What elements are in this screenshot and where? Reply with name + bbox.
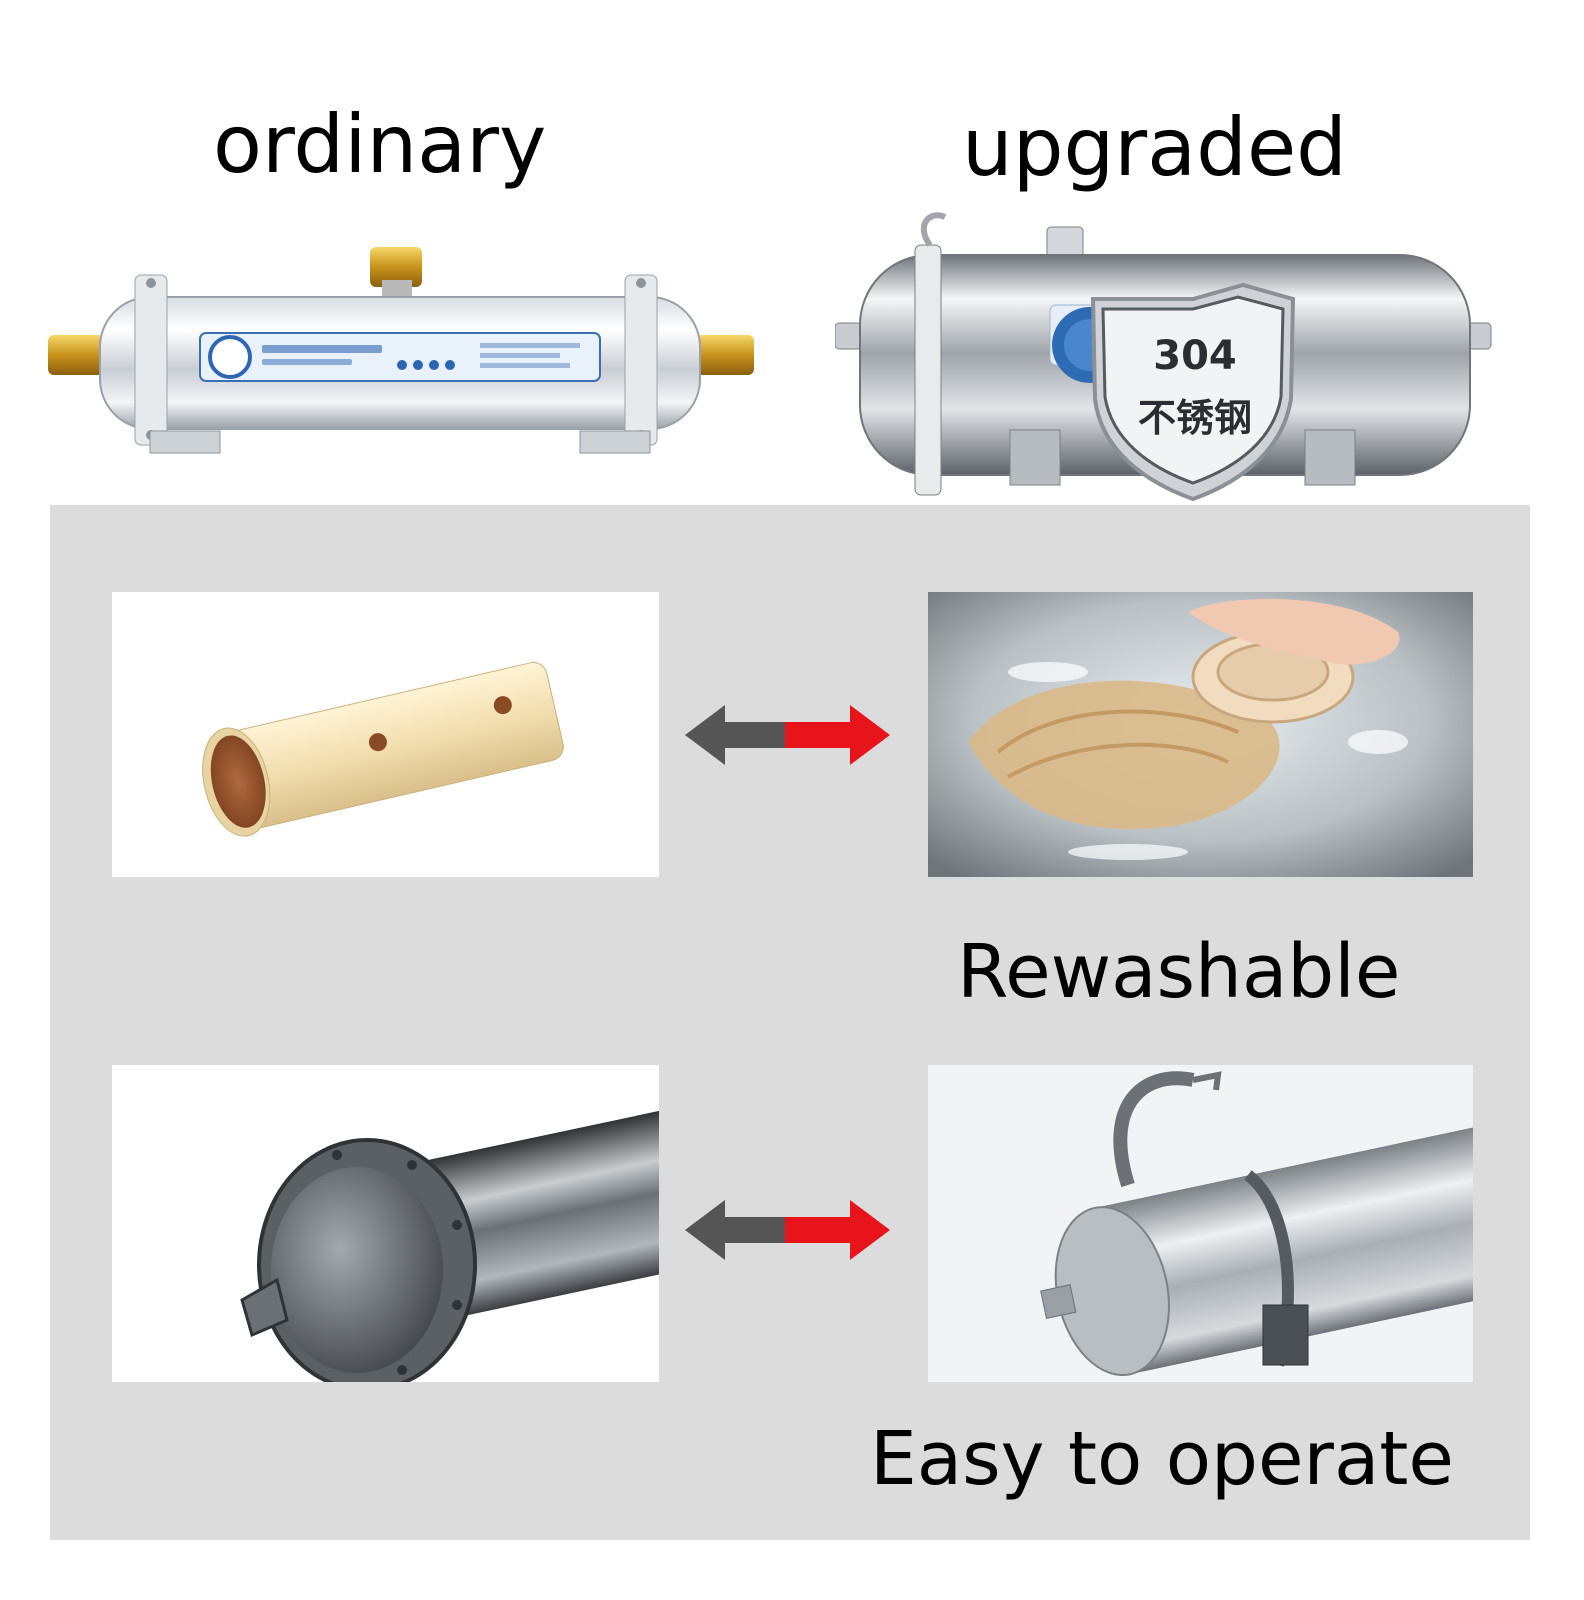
upgraded-heading: upgraded <box>962 101 1347 194</box>
rewashable-caption: Rewashable <box>957 929 1401 1015</box>
ordinary-heading: ordinary <box>213 98 547 191</box>
washing-cartridge-photo <box>928 592 1473 877</box>
upgraded-filter-image: 304 不锈钢 <box>835 205 1495 505</box>
badge-number: 304 <box>1153 333 1237 379</box>
badge-text: 不锈钢 <box>1137 396 1252 440</box>
clamp-housing-photo <box>928 1065 1473 1382</box>
ordinary-cartridge-image <box>112 592 659 877</box>
shield-icon <box>1090 282 1296 502</box>
easy-to-operate-caption: Easy to operate <box>870 1416 1454 1502</box>
ordinary-filter-image <box>40 235 760 475</box>
double-arrow-icon <box>685 700 890 770</box>
double-arrow-icon <box>685 1195 890 1265</box>
ordinary-housing-end-image <box>112 1065 659 1382</box>
